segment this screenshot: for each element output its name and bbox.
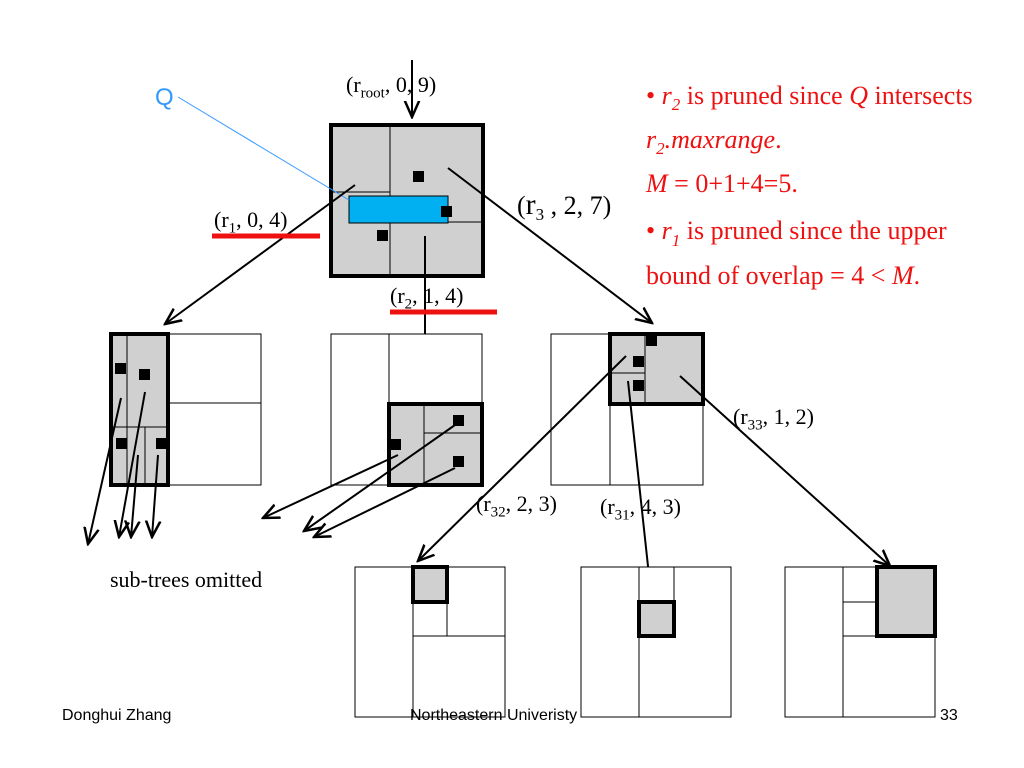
label-r2: (r2, 1, 4) xyxy=(390,283,464,313)
node-r31 xyxy=(580,566,732,718)
note-r2-pruned: • r2 is pruned since Q intersects r2.max… xyxy=(646,81,973,199)
node-r2 xyxy=(330,333,484,487)
arrow-r3 xyxy=(447,167,652,323)
label-r1: (r1, 0, 4) xyxy=(214,207,288,237)
node-r33 xyxy=(784,565,937,718)
node-r32 xyxy=(354,565,506,718)
label-root: (rroot, 0, 9) xyxy=(346,72,437,102)
note-r1-pruned: • r1 is pruned since the upper bound of … xyxy=(646,216,947,290)
data-point xyxy=(377,230,388,241)
subtrees-omitted-label: sub-trees omitted xyxy=(110,567,263,592)
data-point xyxy=(413,171,424,182)
label-r32: (r32, 2, 3) xyxy=(476,491,557,521)
label-r3: (r3 , 2, 7) xyxy=(517,188,612,225)
pruning-notes: • r2 is pruned since Q intersects r2.max… xyxy=(646,78,1006,305)
data-point xyxy=(441,206,452,217)
root-node xyxy=(329,123,485,278)
footer-author: Donghui Zhang xyxy=(62,707,172,724)
footer-institution: Northeastern Univeristy xyxy=(410,707,578,724)
query-rect xyxy=(348,195,449,224)
label-r33: (r33, 1, 2) xyxy=(733,404,814,434)
arrow-r32 xyxy=(418,355,627,561)
arrow-r31 xyxy=(627,380,651,594)
label-r31: (r31, 4, 3) xyxy=(600,494,681,524)
arrow-r1 xyxy=(165,184,356,324)
footer-page-number: 33 xyxy=(940,707,958,724)
node-r3 xyxy=(550,332,705,486)
arrow-r33 xyxy=(679,375,890,566)
query-pointer-line xyxy=(177,96,350,201)
node-r1 xyxy=(109,332,262,487)
query-label: Q xyxy=(155,84,174,111)
